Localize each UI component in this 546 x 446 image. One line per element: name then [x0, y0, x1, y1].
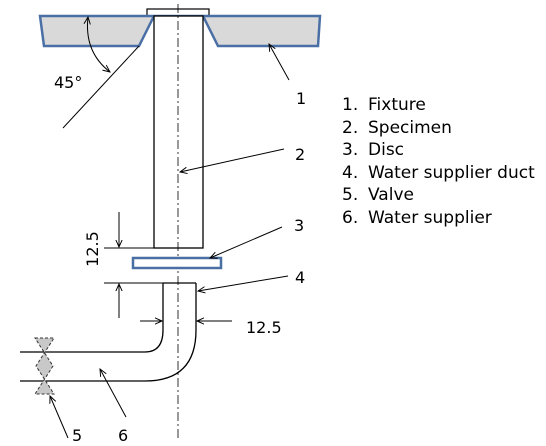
legend: 1.Fixture 2.Specimen 3.Disc 4.Water supp…	[342, 94, 546, 229]
legend-item-water-supplier: 6.Water supplier	[342, 207, 492, 228]
water-supplier-pipe-inner	[20, 283, 164, 353]
water-supplier-pipe-outer	[20, 283, 197, 382]
legend-item-disc: 3.Disc	[342, 140, 405, 160]
angle-arc	[87, 17, 110, 72]
valve	[34, 337, 55, 395]
legend-item-specimen: 2.Specimen	[342, 117, 452, 138]
callout-5: 5	[72, 426, 82, 445]
callout-2: 2	[295, 145, 305, 164]
gap-dimension-label: 12.5	[83, 231, 102, 267]
leader-2	[180, 148, 285, 172]
callout-3: 3	[294, 216, 304, 235]
callout-6: 6	[118, 426, 128, 445]
leader-5	[50, 396, 69, 439]
legend-item-valve: 5.Valve	[342, 185, 414, 205]
leader-4	[198, 275, 289, 291]
legend-item-water-supplier-duct: 4.Water supplier duct	[342, 162, 535, 183]
angle-reference-line	[62, 45, 140, 129]
angle-label: 45°	[54, 73, 82, 92]
leader-3	[210, 226, 283, 258]
leader-1	[269, 44, 290, 81]
legend-item-fixture: 1.Fixture	[342, 95, 426, 115]
callout-1: 1	[296, 89, 306, 108]
duct-width-dimension-label: 12.5	[246, 318, 282, 337]
callout-4: 4	[295, 268, 305, 287]
specimen	[153, 15, 204, 249]
disc	[131, 256, 223, 270]
leader-6	[100, 369, 127, 418]
